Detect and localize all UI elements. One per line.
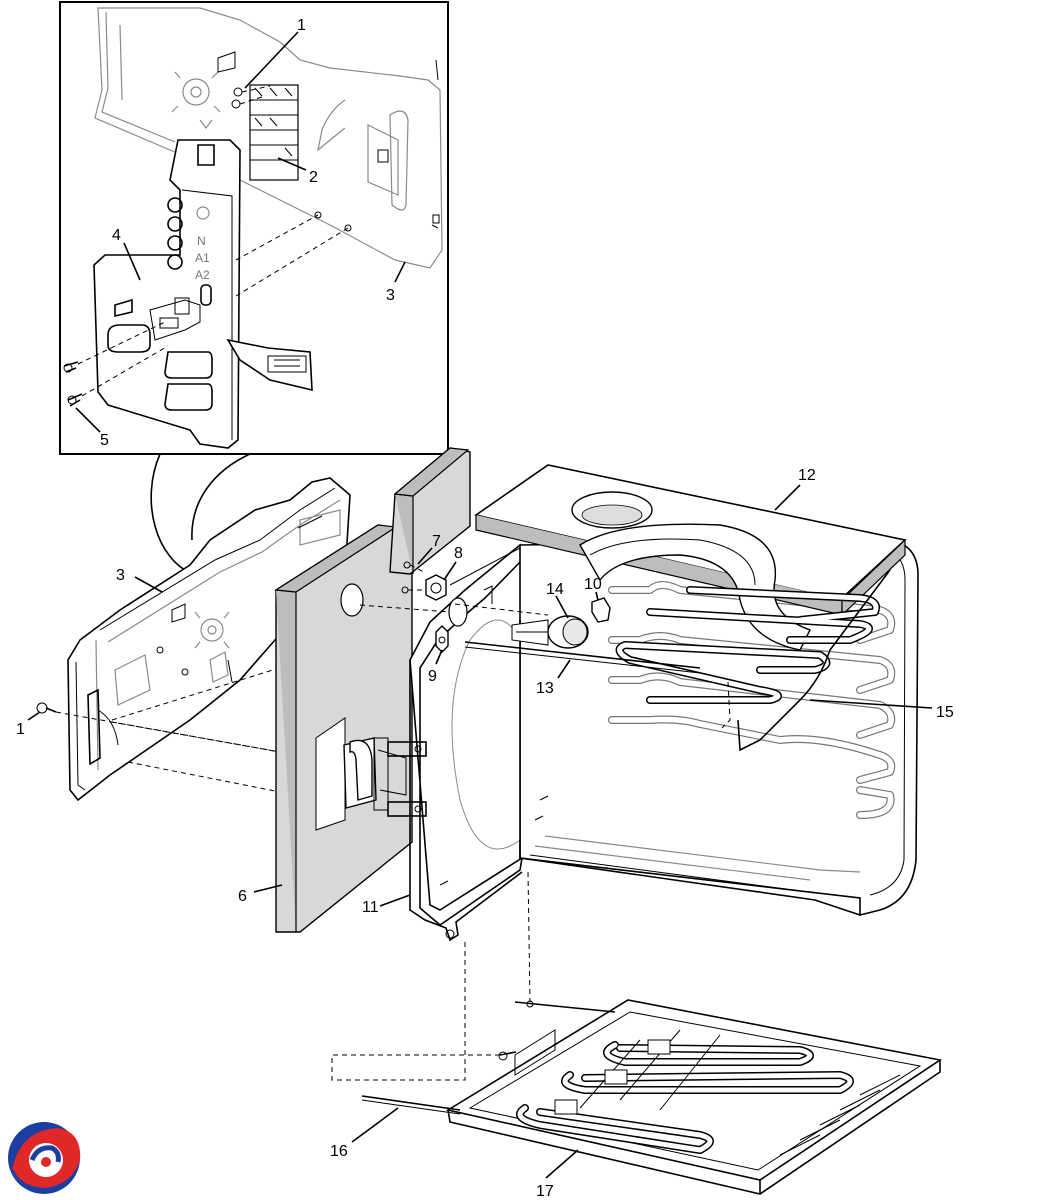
leader-10 xyxy=(595,591,599,601)
leader-13 xyxy=(557,659,571,679)
callout-6: 6 xyxy=(238,888,247,905)
callout-10: 10 xyxy=(584,576,602,593)
leader-6 xyxy=(253,884,283,893)
leader-1b xyxy=(27,711,41,721)
logo-inner-arc xyxy=(29,1145,61,1163)
inset-link-right xyxy=(191,453,251,541)
callout-5: 5 xyxy=(100,432,109,449)
callout-14: 14 xyxy=(546,581,564,598)
leader-7 xyxy=(417,547,433,565)
leader-11 xyxy=(379,894,411,907)
grill-element xyxy=(615,569,891,752)
callout-1b: 1 xyxy=(16,721,25,738)
callout-3b: 3 xyxy=(116,567,125,584)
callout-1: 1 xyxy=(297,17,306,34)
callout-16: 16 xyxy=(330,1143,348,1160)
callout-12: 12 xyxy=(798,467,816,484)
top-insulation-block xyxy=(389,447,471,575)
callout-13: 13 xyxy=(536,680,554,697)
door-latch-bracket xyxy=(343,737,427,817)
leader-8 xyxy=(443,561,457,581)
callout-7: 7 xyxy=(432,533,441,550)
lamp-and-probe xyxy=(359,603,701,674)
leader-16 xyxy=(351,1107,399,1143)
inset-rear-plate xyxy=(94,7,443,269)
leader-2 xyxy=(277,157,307,171)
leader-3 xyxy=(394,261,406,283)
leader-14 xyxy=(555,595,569,619)
leader-1 xyxy=(244,31,299,89)
callout-2: 2 xyxy=(309,169,318,186)
bottom-element-tray xyxy=(331,871,943,1196)
callout-17: 17 xyxy=(536,1183,554,1200)
small-fasteners xyxy=(401,561,611,653)
inset-link-left xyxy=(150,453,196,576)
callout-11: 11 xyxy=(362,899,379,916)
inset-letter-n: N xyxy=(197,234,206,248)
rear-plate xyxy=(67,477,351,802)
insulation-panel xyxy=(274,524,413,933)
leader-9 xyxy=(435,649,443,665)
inset-terminal-block xyxy=(231,84,299,181)
callout-9: 9 xyxy=(428,668,437,685)
brand-logo xyxy=(8,1122,81,1194)
inset-screws xyxy=(63,214,349,407)
callout-3: 3 xyxy=(386,287,395,304)
inset-letter-a1: A1 xyxy=(195,251,210,265)
leader-12 xyxy=(774,484,801,511)
callout-4: 4 xyxy=(112,227,121,244)
leader-5 xyxy=(75,407,101,433)
callout-8: 8 xyxy=(454,545,463,562)
leader-4 xyxy=(123,242,141,281)
leader-3b xyxy=(134,576,163,593)
leader-15 xyxy=(809,699,933,709)
inset-front-bracket: N A1 A2 xyxy=(93,139,313,449)
oven-cavity xyxy=(439,539,919,917)
leader-17 xyxy=(545,1149,579,1179)
detail-inset: N A1 A2 1 2 3 4 5 xyxy=(59,1,449,576)
callout-15: 15 xyxy=(936,704,954,721)
inset-letter-a2: A2 xyxy=(195,268,210,282)
logo-dot xyxy=(41,1157,51,1167)
